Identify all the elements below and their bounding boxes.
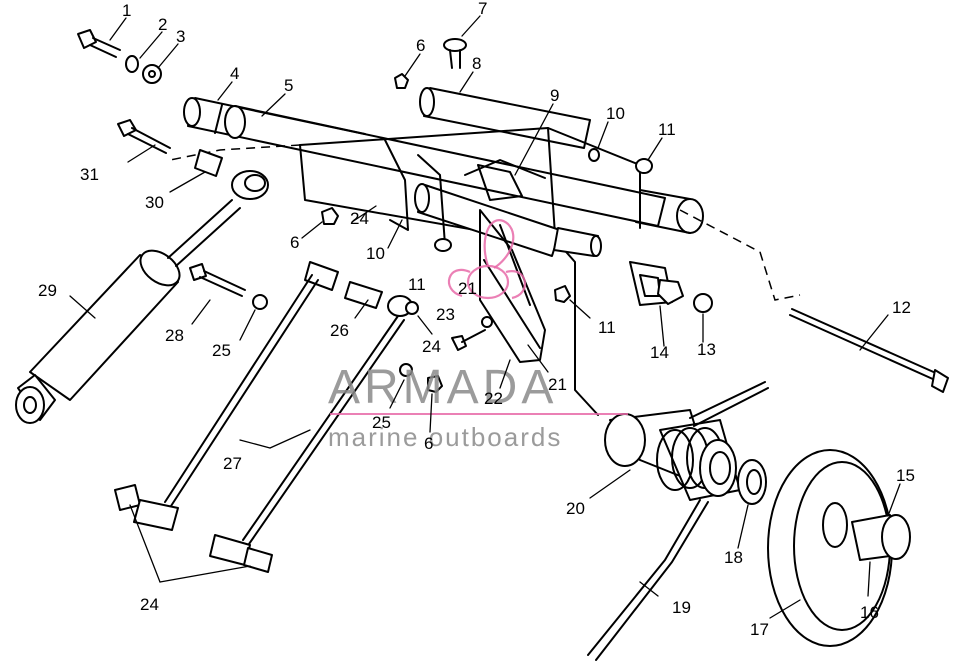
- idler-wheel: [767, 449, 911, 647]
- callout-25b: 25: [372, 413, 391, 432]
- callout-5: 5: [284, 76, 293, 95]
- torsion-spring: [587, 381, 769, 661]
- bolt-1: [77, 29, 162, 84]
- callout-20: 20: [566, 499, 585, 518]
- callout-24b: 24: [422, 337, 441, 356]
- callout-25a: 25: [212, 341, 231, 360]
- callout-22: 22: [484, 389, 503, 408]
- callout-1: 1: [122, 1, 131, 20]
- callout-31: 31: [80, 165, 99, 184]
- callout-10b: 10: [366, 244, 385, 263]
- callout-18: 18: [724, 548, 743, 567]
- callout-16: 16: [860, 603, 879, 622]
- callout-26: 26: [330, 321, 349, 340]
- callout-11a: 11: [658, 120, 676, 139]
- callout-labels: 1 2 3 4 5 6 7 8 9 10 11 31 30 6 24 10 11…: [38, 0, 915, 639]
- spring-plate: [479, 209, 546, 363]
- callout-10a: 10: [606, 104, 625, 123]
- watermark-tagline: marine outboards: [328, 422, 562, 452]
- bolt-7: [443, 38, 467, 69]
- callout-8: 8: [472, 54, 481, 73]
- callout-7: 7: [478, 0, 487, 18]
- callout-30: 30: [145, 193, 164, 212]
- callout-6b: 6: [290, 233, 299, 252]
- callout-11c: 11: [598, 318, 616, 337]
- callout-21b: 21: [548, 375, 567, 394]
- callout-17: 17: [750, 620, 769, 639]
- washer-18: [737, 459, 767, 505]
- callout-29: 29: [38, 281, 57, 300]
- nuts-and-washers: [321, 73, 713, 393]
- watermark: ARMADA marine outboards: [328, 219, 628, 452]
- callout-24a: 24: [350, 209, 369, 228]
- callout-3: 3: [176, 27, 185, 46]
- bolt-12: [789, 308, 949, 393]
- watermark-logo: [447, 219, 527, 300]
- bolt-28: [189, 263, 268, 310]
- bolt-31: [117, 119, 171, 154]
- callout-6a: 6: [416, 36, 425, 55]
- callout-12: 12: [892, 298, 911, 317]
- shock-absorber: [15, 199, 241, 424]
- callout-4: 4: [230, 64, 239, 83]
- tie-rods: [114, 274, 405, 573]
- link-bushings: [304, 261, 419, 317]
- parts-drawing: [15, 29, 949, 661]
- bracket-14: [629, 261, 684, 306]
- callout-14: 14: [650, 343, 669, 362]
- callout-19: 19: [672, 598, 691, 617]
- callout-21a: 21: [458, 279, 477, 298]
- callout-9: 9: [550, 86, 559, 105]
- callout-15: 15: [896, 466, 915, 485]
- callout-11b: 11: [408, 275, 426, 294]
- spacer-30: [194, 149, 269, 200]
- callout-24c: 24: [140, 595, 159, 614]
- watermark-brand: ARMADA: [328, 361, 557, 414]
- callout-2: 2: [158, 15, 167, 34]
- rear-shaft: [419, 87, 591, 149]
- callout-27: 27: [223, 454, 242, 473]
- callout-13: 13: [697, 340, 716, 359]
- callout-6c: 6: [424, 434, 433, 453]
- leader-lines: [69, 15, 901, 619]
- callout-23: 23: [436, 305, 455, 324]
- callout-28: 28: [165, 326, 184, 345]
